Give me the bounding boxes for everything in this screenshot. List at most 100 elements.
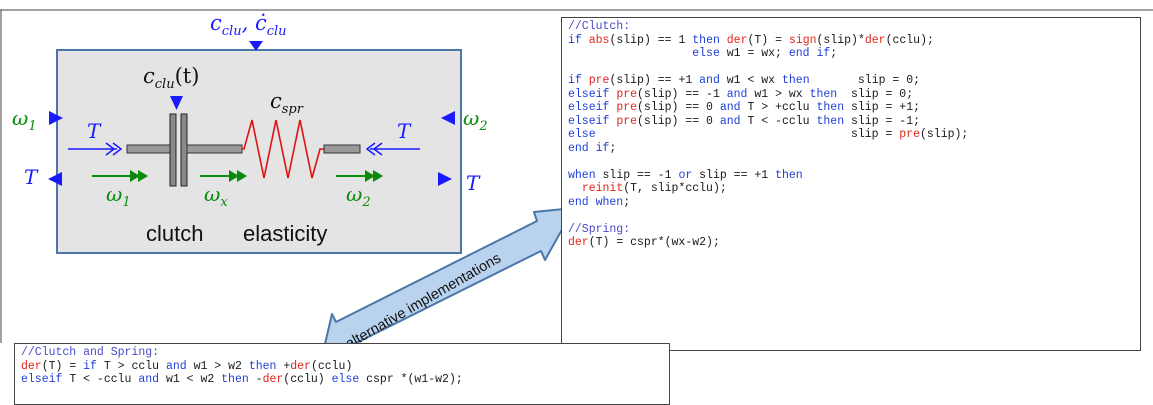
code-token: T > +cclu: [747, 101, 817, 114]
code-token: pre: [616, 101, 638, 114]
combined-code-box: //Clutch and Spring: der (T) = if T > cclu…: [14, 343, 670, 405]
code-token: ;: [609, 141, 617, 155]
left-shaft: [126, 144, 172, 154]
code-token: if: [568, 33, 589, 47]
code-token: and: [719, 114, 748, 128]
omega2-right-arrow: [441, 111, 455, 125]
code-token: pre: [899, 128, 920, 141]
code-token: der: [262, 373, 284, 386]
code-token: (cclu);: [885, 33, 934, 47]
code-line: [568, 209, 1134, 223]
code-token: der: [290, 359, 311, 373]
spring-zigzag: [242, 119, 324, 179]
code-token: then: [248, 359, 284, 373]
cspr-label: cspr: [270, 89, 304, 117]
code-token: slip = 0;: [809, 74, 921, 87]
code-token: pre: [588, 74, 610, 87]
code-token: then: [816, 114, 851, 128]
code-token: or: [678, 168, 700, 182]
code-token: elseif: [568, 101, 617, 114]
T-in-left-head1: [105, 142, 116, 156]
T-in-right-label: T: [397, 119, 412, 143]
T-port-left-label: T: [24, 165, 39, 189]
code-token: w1 > w2: [193, 359, 249, 373]
cclu-top-label: cclu, ċclu: [210, 11, 287, 39]
code-token: and: [138, 373, 166, 386]
code-token: w1 < wx: [726, 74, 782, 87]
code-token: and: [165, 359, 194, 373]
code-token: (T) =: [41, 359, 84, 373]
code-token: if: [568, 74, 589, 87]
code-line: reinit(T, slip*cclu);: [568, 182, 1134, 196]
code-token: T < -cclu: [69, 373, 139, 386]
code-token: w1 = wx;: [726, 47, 789, 60]
code-token: (T) = cspr*(wx-w2);: [588, 236, 720, 249]
code-token: slip == +1: [699, 168, 776, 182]
code-token: (slip);: [919, 128, 969, 141]
omega1-left-arrow: [49, 111, 63, 125]
code-token: else: [692, 47, 727, 60]
code-token: end if: [568, 141, 610, 155]
code-token: when: [568, 168, 603, 182]
right-shaft: [323, 144, 361, 154]
T-port-left-arrow: [48, 172, 62, 186]
T-in-left-head2: [112, 142, 123, 156]
code-line: der(T) = cspr*(wx-w2);: [568, 236, 1134, 250]
code-line: [568, 155, 1134, 169]
T-port-right-arrow: [438, 172, 452, 186]
code-token: (slip) == +1: [609, 74, 700, 87]
code-line: elseif pre(slip) == -1 and w1 > wx then …: [568, 88, 1134, 102]
code-token: T > cclu: [103, 359, 166, 373]
cclu-t-arrow: [170, 96, 183, 110]
code-line: when slip == -1 or slip == +1 then: [568, 169, 1134, 183]
code-token: (slip)*: [816, 33, 865, 47]
code-line: if abs(slip) == 1 then der(T) = sign(sli…: [568, 34, 1134, 48]
code-token: (slip) == 0: [637, 114, 720, 128]
omega2-flow-head1: [365, 170, 375, 182]
code-token: w1 < w2: [165, 373, 222, 386]
code-token: reinit: [581, 182, 624, 195]
clutch-plate-right: [180, 113, 188, 187]
code-line: end when;: [568, 196, 1134, 210]
code-token: slip =: [595, 128, 900, 141]
code-token: +: [283, 359, 291, 373]
code-token: (slip) == -1: [637, 87, 727, 101]
code-token: pre: [616, 87, 638, 101]
code-line: elseif T < -cclu and w1 < w2 then -der(c…: [21, 373, 663, 387]
code-token: slip == -1: [602, 168, 679, 182]
omegax-flow-head2: [237, 170, 247, 182]
code-token: -: [255, 373, 263, 386]
omega1-flow-head2: [138, 170, 148, 182]
code-line: //Clutch:: [568, 20, 1134, 34]
omegax-flow-head1: [229, 170, 239, 182]
omega2-right-label: ω2: [463, 106, 488, 134]
code-line: end if;: [568, 142, 1134, 156]
code-token: and: [719, 101, 748, 114]
code-token: der: [864, 33, 886, 47]
code-token: //Spring:: [568, 222, 631, 236]
code-token: end when: [568, 195, 624, 209]
code-token: slip = +1;: [851, 101, 921, 114]
code-line: //Spring:: [568, 223, 1134, 237]
omega2-flow-head2: [373, 170, 383, 182]
code-token: der: [726, 33, 748, 47]
code-token: if: [83, 359, 104, 373]
code-token: w1 > wx: [754, 87, 810, 101]
code-token: (slip) == 1: [609, 33, 693, 47]
code-token: //Clutch and Spring:: [21, 346, 160, 359]
code-token: (slip) == 0: [637, 101, 720, 114]
T-in-left-label: T: [87, 119, 102, 143]
cclu-input-arrow: [249, 41, 263, 51]
code-token: and: [699, 74, 727, 87]
code-token: pre: [616, 114, 638, 128]
code-token: (cclu): [283, 373, 332, 386]
code-token: elseif: [21, 373, 70, 386]
middle-shaft: [186, 144, 243, 154]
code-token: ;: [830, 47, 838, 60]
code-line: elseif pre(slip) == 0 and T < -cclu then…: [568, 115, 1134, 129]
code-token: [568, 182, 582, 195]
code-token: then: [816, 101, 851, 114]
code-token: abs: [588, 33, 610, 47]
code-token: //Clutch:: [568, 20, 631, 33]
